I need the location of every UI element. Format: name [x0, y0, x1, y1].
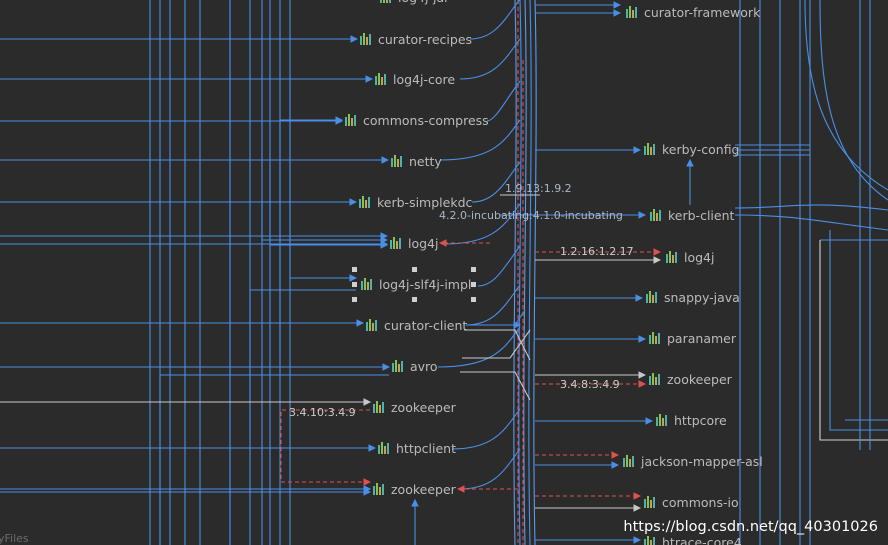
library-icon [650, 209, 664, 221]
library-icon [649, 332, 663, 344]
node-curator-framework[interactable]: curator-framework [626, 3, 760, 21]
dependency-edge [533, 0, 537, 545]
dependency-edge [513, 0, 517, 545]
dependency-edge [462, 329, 531, 359]
dependency-edge [819, 240, 888, 441]
dependency-edge [466, 309, 526, 326]
resize-handle[interactable] [352, 267, 357, 272]
library-icon [623, 455, 637, 467]
node-zookeeper-right[interactable]: zookeeper [649, 370, 732, 388]
node-kerb-simplekdc[interactable]: kerb-simplekdc [359, 193, 472, 211]
dependency-edge [249, 289, 356, 440]
library-icon [361, 278, 375, 290]
library-icon [626, 6, 640, 18]
conflict-version-label: 1.2.16:1.2.17 [560, 245, 634, 258]
yfiles-credit: yFiles [0, 532, 29, 545]
library-icon [359, 196, 373, 208]
dependency-edge [528, 0, 532, 545]
node-httpclient[interactable]: httpclient [378, 439, 456, 457]
resize-handle[interactable] [471, 267, 476, 272]
dependency-edge [518, 0, 522, 545]
library-icon [390, 237, 404, 249]
dependency-edge [289, 84, 358, 282]
dependency-edge [465, 284, 521, 326]
library-icon [373, 483, 387, 495]
node-kerb-client[interactable]: kerb-client [650, 206, 734, 224]
node-httpcore[interactable]: httpcore [656, 411, 727, 429]
dependency-edge [451, 408, 521, 450]
resize-handle[interactable] [471, 282, 476, 287]
library-icon [378, 442, 392, 454]
resize-handle[interactable] [412, 267, 417, 272]
library-icon [366, 319, 380, 331]
node-kerby-config[interactable]: kerby-config [644, 140, 740, 158]
dependency-edge [261, 201, 389, 244]
library-icon [644, 536, 658, 545]
conflict-version-label: 3.4.10:3.4.9 [289, 406, 356, 419]
dependency-edge [471, 161, 521, 203]
dependency-edge [279, 116, 344, 358]
library-icon [380, 0, 394, 3]
node-avro[interactable]: avro [392, 357, 438, 375]
library-icon [360, 33, 374, 45]
library-icon [391, 155, 405, 167]
library-icon [392, 360, 406, 372]
dependency-edge [734, 214, 888, 231]
dependency-edge [459, 38, 521, 80]
node-log4j-left[interactable]: log4j [390, 234, 438, 252]
node-commons-compress[interactable]: commons-compress [345, 111, 489, 129]
library-icon [373, 401, 387, 413]
resize-handle[interactable] [352, 282, 357, 287]
node-paranamer[interactable]: paranamer [649, 329, 736, 347]
node-jackson-mapper-asl[interactable]: jackson-mapper-asl [623, 452, 763, 470]
node-htrace-core4[interactable]: htrace-core4 [644, 533, 742, 545]
node-curator-recipes[interactable]: curator-recipes [360, 30, 472, 48]
dependency-edge [469, 0, 520, 40]
node-log4j-slf4j-impl[interactable]: log4j-slf4j-impl [361, 275, 471, 293]
resize-handle[interactable] [412, 297, 417, 302]
node-netty[interactable]: netty [391, 152, 442, 170]
library-icon [375, 73, 389, 85]
conflict-edge [280, 409, 372, 486]
library-icon [656, 414, 670, 426]
dependency-edge [477, 245, 521, 287]
node-log4j-jar[interactable]: log4j-jar [380, 0, 449, 6]
dependency-edge [734, 204, 888, 211]
conflict-version-label: 3.4.8:3.4.9 [560, 378, 620, 391]
node-log4j-right[interactable]: log4j [666, 248, 714, 266]
dependency-edge [437, 326, 521, 368]
node-commons-io[interactable]: commons-io [644, 493, 739, 511]
edge-version-label: 4.2.0-incubating:4.1.0-incubating [439, 209, 623, 222]
node-snappy-java[interactable]: snappy-java [646, 288, 740, 306]
dependency-edge [269, 165, 389, 249]
watermark: https://blog.csdn.net/qq_40301026 [623, 519, 878, 535]
library-icon [649, 373, 663, 385]
resize-handle[interactable] [352, 297, 357, 302]
library-icon [644, 143, 658, 155]
dependency-edge [804, 0, 888, 191]
library-icon [345, 114, 359, 126]
node-log4j-core[interactable]: log4j-core [375, 70, 455, 88]
node-zookeeper-left[interactable]: zookeeper [373, 398, 456, 416]
dependency-edge [486, 80, 521, 122]
dependency-edge [439, 119, 521, 161]
node-curator-client[interactable]: curator-client [366, 316, 467, 334]
dependency-edge [819, 0, 888, 201]
dependency-edge [460, 371, 531, 401]
library-icon [644, 496, 658, 508]
edge-version-label: 1.9.13:1.9.2 [505, 182, 572, 195]
dependency-edge [523, 0, 527, 545]
dependency-edge [464, 329, 531, 361]
resize-handle[interactable] [471, 297, 476, 302]
library-icon [646, 291, 660, 303]
library-icon [666, 251, 680, 263]
node-zookeeper-left2[interactable]: zookeeper [373, 480, 456, 498]
dependency-edge [459, 448, 521, 490]
dependency-edge [829, 230, 888, 431]
dependency-edge [159, 374, 389, 545]
